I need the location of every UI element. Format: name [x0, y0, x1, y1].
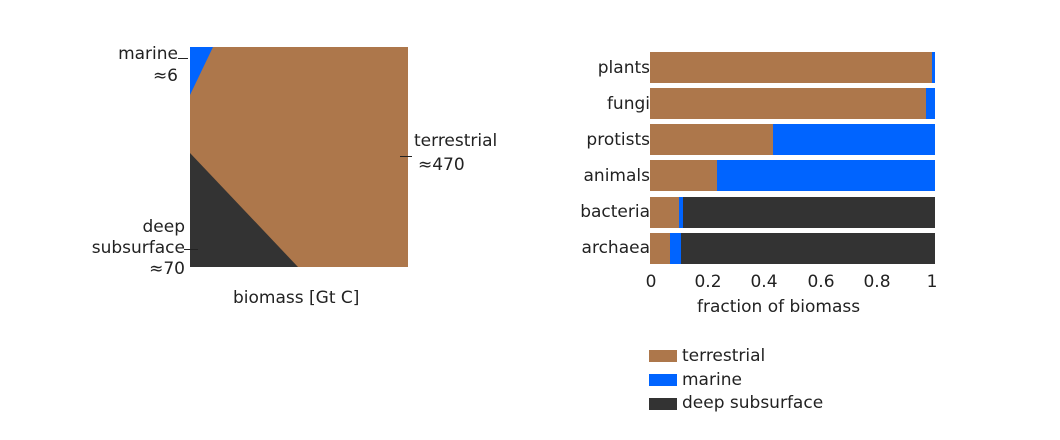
seg-terrestrial — [650, 233, 670, 264]
left-x-axis-label: biomass [Gt C] — [233, 288, 360, 308]
legend-label-deep-subsurface: deep subsurface — [682, 393, 824, 413]
category-label-animals: animals — [583, 166, 650, 186]
biomass-square — [190, 47, 408, 267]
x-tick-0.6: 0.6 — [807, 272, 835, 292]
legend-swatch-deep-subsurface — [649, 398, 677, 410]
bar-animals — [650, 160, 935, 191]
seg-terrestrial — [650, 197, 679, 228]
deep-tick — [184, 249, 198, 250]
legend-swatch-marine — [649, 374, 677, 386]
category-label-archaea: archaea — [581, 238, 650, 258]
seg-marine — [926, 88, 935, 119]
seg-marine — [932, 52, 935, 83]
seg-terrestrial — [650, 124, 773, 155]
seg-deep-subsurface — [683, 197, 935, 228]
deep-value: ≈70 — [149, 259, 185, 279]
category-label-bacteria: bacteria — [580, 202, 650, 222]
x-tick-0.4: 0.4 — [750, 272, 778, 292]
marine-value: ≈6 — [152, 66, 178, 86]
terrestrial-label: terrestrial — [414, 131, 498, 151]
bar-bacteria — [650, 197, 935, 228]
x-tick-0.2: 0.2 — [694, 272, 722, 292]
category-label-protists: protists — [586, 130, 650, 150]
seg-marine — [772, 124, 935, 155]
x-tick-0: 0 — [645, 272, 657, 292]
legend-label-marine: marine — [682, 370, 742, 390]
marine-region — [190, 47, 213, 95]
category-label-fungi: fungi — [606, 94, 650, 114]
legend-swatch-terrestrial — [649, 350, 677, 362]
terrestrial-value: ≈470 — [418, 155, 465, 175]
deep-subsurface-region — [190, 153, 298, 267]
legend-label-terrestrial: terrestrial — [682, 346, 766, 366]
right-x-axis-label: fraction of biomass — [697, 297, 861, 317]
seg-terrestrial — [650, 160, 717, 191]
seg-terrestrial — [650, 88, 927, 119]
x-tick-0.8: 0.8 — [863, 272, 891, 292]
seg-deep-subsurface — [681, 233, 935, 264]
bar-plants — [650, 52, 935, 83]
seg-marine — [678, 197, 684, 228]
marine-label: marine — [118, 44, 178, 64]
deep-label-line1: deep — [142, 217, 186, 237]
seg-marine — [716, 160, 935, 191]
bar-protists — [650, 124, 935, 155]
deep-label-line2: subsurface — [91, 238, 185, 258]
seg-terrestrial — [650, 52, 933, 83]
marine-tick — [178, 58, 188, 59]
seg-marine — [669, 233, 682, 264]
bar-fungi — [650, 88, 935, 119]
category-label-plants: plants — [597, 58, 650, 78]
terrestrial-tick — [400, 156, 412, 157]
x-tick-1: 1 — [926, 272, 938, 292]
bar-archaea — [650, 233, 935, 264]
